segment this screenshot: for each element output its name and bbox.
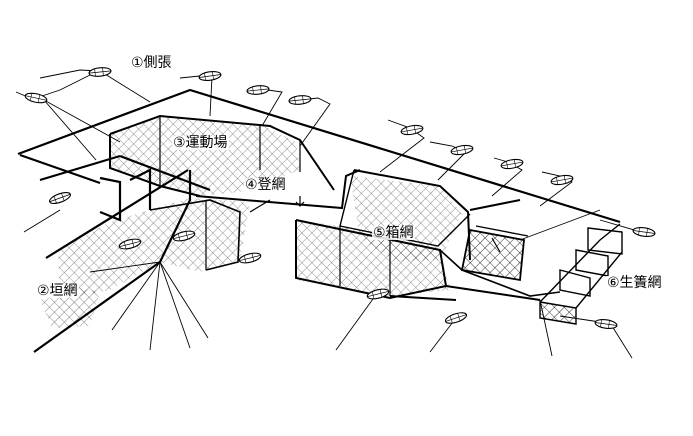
connecting-ropes bbox=[389, 199, 541, 301]
label-fish-cage: ⑥生簀網 bbox=[606, 275, 663, 291]
fish-cages bbox=[439, 223, 623, 325]
playground-net bbox=[109, 114, 335, 197]
label-playground: ③運動場 bbox=[172, 135, 229, 151]
wall-net-mesh bbox=[40, 198, 250, 328]
label-side-net: ①側張 bbox=[130, 55, 173, 71]
label-wall-net: ②垣網 bbox=[36, 283, 79, 299]
box-net-structure bbox=[295, 169, 471, 300]
label-climbing-net: ④登網 bbox=[244, 177, 287, 193]
side-net-ropes bbox=[17, 88, 621, 224]
label-box-net: ⑤箱網 bbox=[372, 225, 415, 241]
